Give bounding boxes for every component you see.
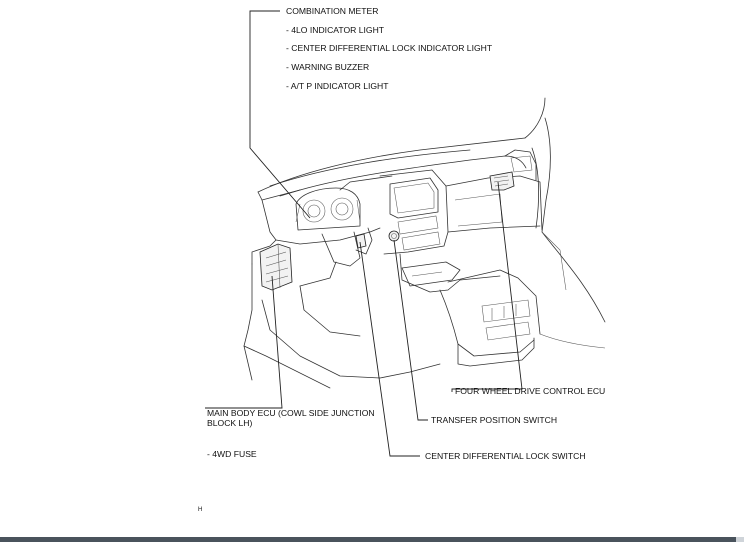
label-cdl-indicator: - CENTER DIFFERENTIAL LOCK INDICATOR LIG…: [286, 43, 493, 53]
leader-cdl-switch: [359, 241, 420, 457]
leader-main-body-ecu: [205, 275, 283, 409]
leader-transfer-switch: [393, 239, 428, 421]
labels: COMBINATION METER - 4LO INDICATOR LIGHT …: [198, 6, 605, 513]
label-combination-meter: COMBINATION METER: [286, 6, 378, 16]
leader-4wd-ecu: [451, 181, 523, 392]
label-atp-indicator: - A/T P INDICATOR LIGHT: [286, 81, 389, 91]
label-warning-buzzer: - WARNING BUZZER: [286, 62, 369, 72]
label-4lo-indicator: - 4LO INDICATOR LIGHT: [286, 25, 385, 35]
label-4wd-fuse: - 4WD FUSE: [207, 449, 257, 459]
vehicle-interior-drawing: [243, 97, 606, 389]
leader-lines: [205, 10, 523, 457]
footer-bar: [0, 537, 744, 542]
label-transfer-position-switch: TRANSFER POSITION SWITCH: [431, 415, 557, 425]
leader-combination-meter: [249, 10, 311, 219]
label-4wd-control-ecu: FOUR WHEEL DRIVE CONTROL ECU: [455, 386, 605, 396]
figure-code: H: [198, 507, 202, 513]
footer-scroll-tab: [736, 537, 744, 542]
label-cdl-switch: CENTER DIFFERENTIAL LOCK SWITCH: [425, 451, 586, 461]
label-main-body-ecu-line2: BLOCK LH): [207, 418, 253, 428]
label-main-body-ecu-line1: MAIN BODY ECU (COWL SIDE JUNCTION: [207, 408, 375, 418]
